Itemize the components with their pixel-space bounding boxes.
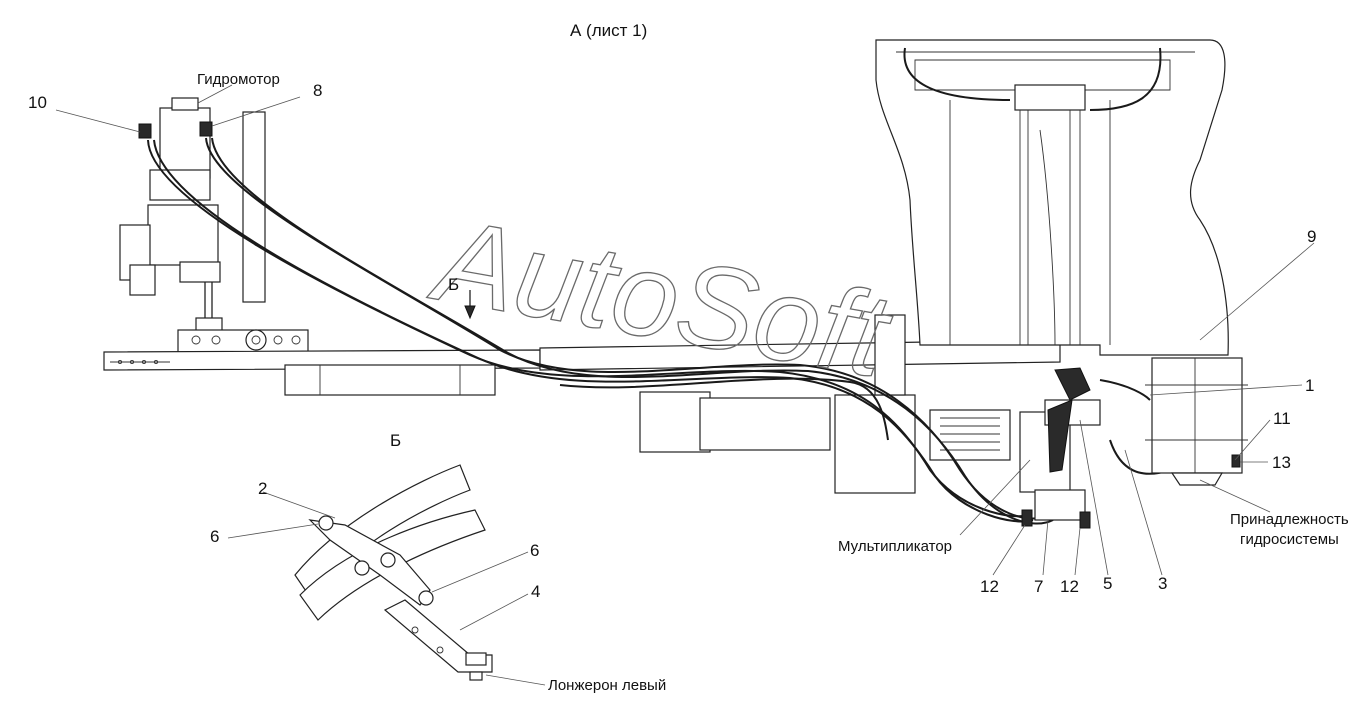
hose-to-accessory bbox=[1099, 379, 1151, 401]
cab-cross-block bbox=[1014, 84, 1086, 111]
fitting-10 bbox=[138, 123, 152, 139]
beam-holes bbox=[117, 359, 159, 365]
bracket-nut bbox=[465, 652, 487, 666]
bracket-arm bbox=[383, 599, 493, 673]
section-arrow bbox=[464, 290, 476, 320]
callout-3: 3 bbox=[1158, 574, 1167, 593]
pump-housing bbox=[699, 397, 831, 451]
callout-1: 1 bbox=[1305, 376, 1314, 395]
cab-top-panel bbox=[914, 59, 1171, 91]
frame-beam bbox=[103, 314, 1061, 494]
bracket-washer bbox=[469, 671, 483, 681]
gearbox-housing bbox=[147, 204, 219, 266]
valve-area bbox=[1019, 367, 1101, 529]
clamp-bolt bbox=[380, 552, 396, 568]
pump-housing-left bbox=[639, 391, 711, 453]
callout-7: 7 bbox=[1034, 577, 1043, 596]
vertical-bracket bbox=[874, 314, 906, 396]
fitting-13 bbox=[1231, 454, 1241, 468]
clamp-bolt bbox=[318, 515, 334, 531]
mount-bracket bbox=[177, 329, 309, 353]
detail-callout-2: 2 bbox=[258, 479, 267, 498]
fitting-12-right bbox=[1079, 511, 1091, 529]
cab-line bbox=[1039, 129, 1056, 346]
bolt-hole bbox=[211, 335, 221, 345]
label-accessory-line1: Принадлежность bbox=[1230, 511, 1349, 528]
bolt-hole bbox=[291, 335, 301, 345]
side-flange-lower bbox=[129, 264, 156, 296]
callout-13: 13 bbox=[1272, 453, 1291, 472]
bolt-hole bbox=[273, 335, 283, 345]
bolt-hole bbox=[191, 335, 201, 345]
section-label-b: Б bbox=[390, 431, 401, 450]
label-accessory-line2: гидросистемы bbox=[1240, 531, 1339, 548]
hydraulic-accessory-tank bbox=[1145, 357, 1248, 486]
detail-callout-4: 4 bbox=[531, 582, 540, 601]
multiplier-base bbox=[1034, 489, 1086, 521]
vertical-plate bbox=[242, 111, 266, 303]
detail-callout-6-right: 6 bbox=[530, 541, 539, 560]
hose-from-fitting-8-edge bbox=[211, 137, 1054, 525]
pivot-boss bbox=[245, 329, 267, 351]
detail-b bbox=[294, 464, 493, 681]
label-spar-left: Лонжерон левый bbox=[548, 677, 666, 694]
valve-shaft bbox=[1047, 399, 1073, 473]
label-multiplier: Мультипликатор bbox=[838, 538, 952, 555]
section-marker-b: Б bbox=[448, 275, 459, 294]
leader-lines bbox=[55, 84, 1315, 686]
cab-hose-left bbox=[903, 47, 1011, 101]
bracket-block bbox=[834, 394, 916, 494]
hydraulic-hoses bbox=[147, 137, 1171, 525]
fitting-8 bbox=[199, 121, 213, 137]
pivot-hole bbox=[251, 335, 261, 345]
callout-12-right: 12 bbox=[1060, 577, 1079, 596]
tank-body bbox=[1151, 357, 1243, 474]
label-hydromotor: Гидромотор bbox=[197, 71, 280, 88]
callout-10: 10 bbox=[28, 93, 47, 112]
cab-outline bbox=[875, 39, 1229, 356]
hose-return bbox=[559, 377, 889, 441]
radiator-fins bbox=[940, 417, 1000, 451]
tank-bottom bbox=[1170, 472, 1224, 486]
cab-tower bbox=[875, 39, 1229, 356]
valve-top bbox=[1054, 367, 1091, 401]
cab-hose-right bbox=[1089, 47, 1162, 111]
section-arrow-head bbox=[464, 305, 476, 320]
clamp-bolt bbox=[354, 560, 370, 576]
view-title: А (лист 1) bbox=[570, 21, 647, 40]
hydromotor-cap bbox=[171, 97, 199, 111]
radiator-block bbox=[929, 409, 1011, 461]
bracket-hole bbox=[411, 626, 419, 634]
bracket-hole bbox=[436, 646, 444, 654]
callout-11: 11 bbox=[1273, 409, 1291, 428]
detail-callout-6-left: 6 bbox=[210, 527, 219, 546]
hydromotor-assembly bbox=[119, 97, 309, 353]
callout-9: 9 bbox=[1307, 227, 1316, 246]
fitting-12-left bbox=[1021, 509, 1033, 527]
hydromotor-body bbox=[159, 107, 211, 179]
callout-12-left: 12 bbox=[980, 577, 999, 596]
gear-lower bbox=[179, 261, 221, 283]
callout-5: 5 bbox=[1103, 574, 1112, 593]
cylinder-body bbox=[284, 364, 496, 396]
hose-from-fitting-10-edge bbox=[153, 139, 1034, 523]
callout-8: 8 bbox=[313, 81, 322, 100]
clamp-bolt bbox=[418, 590, 434, 606]
